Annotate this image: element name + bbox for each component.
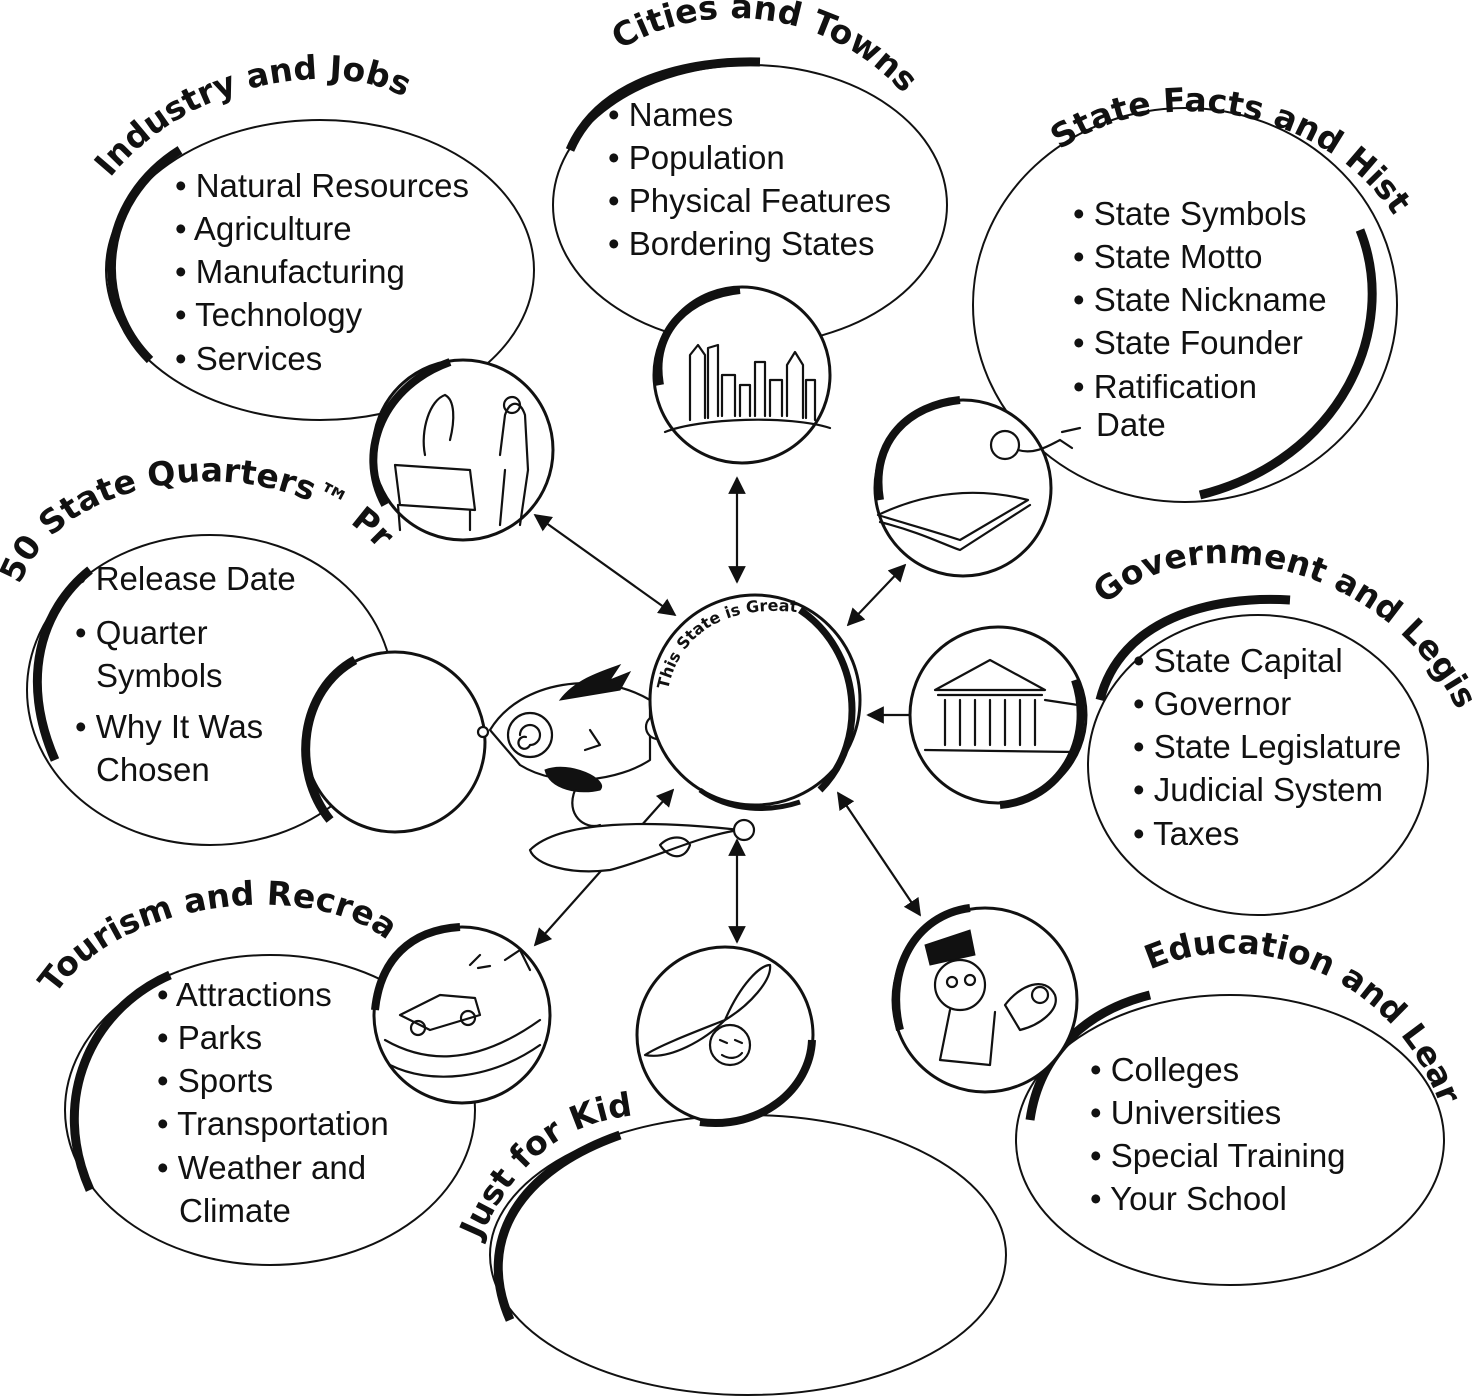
list-item: • State Founder — [1073, 324, 1303, 361]
list-item: • Manufacturing — [175, 253, 405, 290]
industry-list: • Natural Resources • Agriculture • Manu… — [175, 167, 469, 377]
cities-list: • Names • Population • Physical Features… — [608, 96, 891, 262]
city-skyline-icon — [652, 285, 832, 465]
arrow-industry — [533, 513, 677, 617]
facts-bubble — [972, 107, 1398, 503]
list-item: • State Symbols — [1073, 195, 1306, 232]
education-bubble — [1015, 990, 1445, 1286]
list-item: Symbols — [96, 657, 223, 694]
list-item: • Transportation — [157, 1105, 389, 1142]
arrow-education — [837, 791, 921, 917]
list-item: • Weather and — [157, 1149, 366, 1186]
car-on-road-icon — [371, 923, 552, 1105]
list-item: • Technology — [175, 296, 363, 333]
list-item: • Services — [175, 340, 322, 377]
list-item: • Colleges — [1090, 1051, 1239, 1088]
tourism-list: • Attractions • Parks • Sports • Transpo… — [157, 976, 389, 1229]
cities-bubble — [552, 57, 948, 346]
government-list: • State Capital • Governor • State Legis… — [1133, 642, 1401, 852]
list-item: • State Motto — [1073, 238, 1262, 275]
list-item: • State Nickname — [1073, 281, 1327, 318]
industry-bubble — [105, 119, 535, 421]
kid-with-propeller-icon — [635, 945, 816, 1127]
list-item: • Judicial System — [1133, 771, 1383, 808]
quarters-list: • Release Date • Quarter Symbols • Why I… — [75, 560, 296, 788]
quarters-bubble — [26, 534, 394, 846]
list-item: • Agriculture — [175, 210, 352, 247]
list-item: • Universities — [1090, 1094, 1281, 1131]
list-item: • Special Training — [1090, 1137, 1346, 1174]
list-item: • Attractions — [157, 976, 332, 1013]
list-item: • Physical Features — [608, 182, 891, 219]
capitol-building-icon — [908, 625, 1088, 809]
list-item: Date — [1096, 406, 1166, 443]
list-item: • Bordering States — [608, 225, 875, 262]
list-item: • State Capital — [1133, 642, 1343, 679]
open-book-icon — [873, 396, 1082, 578]
list-item: • Parks — [157, 1019, 262, 1056]
list-item: • Population — [608, 139, 785, 176]
list-item: • Governor — [1133, 685, 1291, 722]
list-item: • Sports — [157, 1062, 273, 1099]
business-meeting-icon — [369, 358, 555, 542]
list-item: • Quarter — [75, 614, 208, 651]
blank-quarter-icon — [301, 650, 487, 834]
arrow-facts — [846, 563, 907, 627]
list-item: Chosen — [96, 751, 210, 788]
list-item: • Your School — [1090, 1180, 1287, 1217]
list-item: • Natural Resources — [175, 167, 469, 204]
government-bubble — [1087, 594, 1429, 916]
list-item: • Release Date — [75, 560, 296, 597]
tourism-bubble — [64, 954, 476, 1266]
graduate-with-diploma-icon — [891, 904, 1079, 1094]
list-item: • Names — [608, 96, 733, 133]
list-item: • State Legislature — [1133, 728, 1401, 765]
list-item: • Taxes — [1133, 815, 1239, 852]
list-item: Climate — [179, 1192, 291, 1229]
list-item: • Why It Was — [75, 708, 263, 745]
facts-list: • State Symbols • State Motto • State Ni… — [1073, 195, 1327, 443]
education-list: • Colleges • Universities • Special Trai… — [1090, 1051, 1346, 1217]
kids-bubble — [489, 1114, 1007, 1396]
list-item: • Ratification — [1073, 368, 1257, 405]
center-mascot — [476, 664, 756, 873]
